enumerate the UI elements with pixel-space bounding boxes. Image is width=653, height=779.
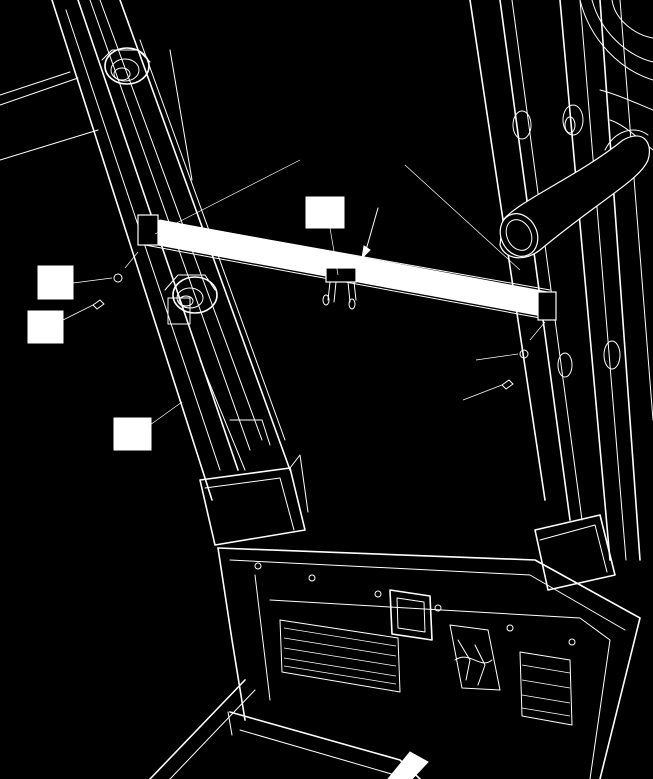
motor-cover <box>217 547 641 779</box>
right-base-block <box>534 514 616 591</box>
vent-grille-left <box>279 619 401 693</box>
deck-frame <box>149 679 429 779</box>
wiring-harness <box>449 624 501 691</box>
crossbar-bracket <box>322 267 357 310</box>
callout-box-left-frame <box>113 417 152 451</box>
switch-box <box>389 589 433 641</box>
left-upper-bolt-assembly <box>101 47 151 85</box>
left-base-block <box>199 454 309 546</box>
right-fasteners <box>462 321 546 401</box>
right-upright <box>469 0 653 561</box>
right-upper-bolt-assembly <box>512 104 584 140</box>
vent-grille-right <box>519 651 573 726</box>
left-mid-bolt-assembly <box>164 274 218 325</box>
left-fasteners <box>62 251 139 321</box>
callout-boxes <box>27 196 345 451</box>
callout-box-left-lower <box>27 310 64 344</box>
callout-box-top <box>305 196 345 229</box>
left-side-panel <box>0 49 193 181</box>
callout-box-left-upper <box>37 265 74 300</box>
left-lower-frame <box>149 359 271 471</box>
right-lower-bolt-assembly <box>557 340 621 378</box>
leader-lines <box>154 159 521 276</box>
handlebar <box>499 129 650 259</box>
